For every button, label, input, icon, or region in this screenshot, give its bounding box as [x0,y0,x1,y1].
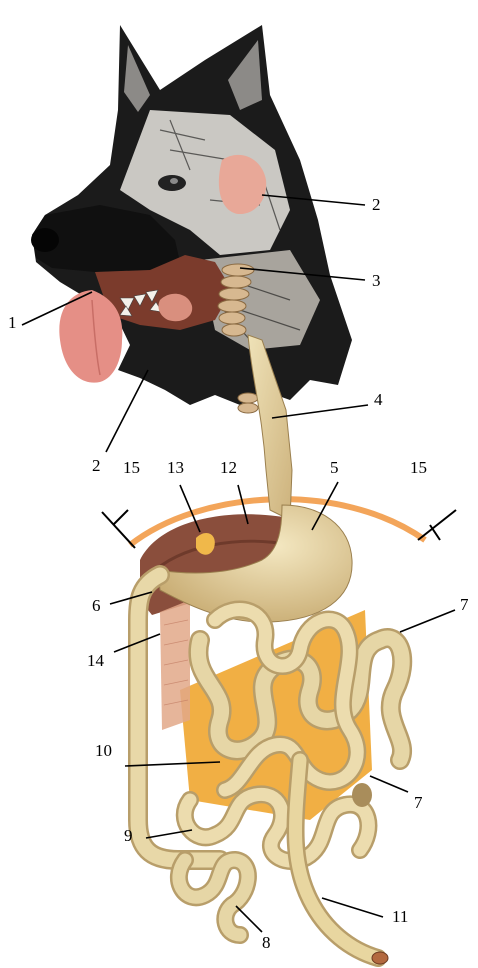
label-4: 4 [374,391,383,408]
label-7-lower: 7 [414,794,423,811]
nose [31,228,59,252]
label-7-upper: 7 [460,596,469,613]
label-10: 10 [95,742,112,759]
label-11: 11 [392,908,408,925]
label-13: 13 [167,459,184,476]
label-2-salivary-gland: 2 [372,196,381,213]
label-15-right: 15 [410,459,427,476]
anus [372,952,388,964]
label-6: 6 [92,597,101,614]
label-3: 3 [372,272,381,289]
label-9: 9 [124,827,133,844]
label-15-left: 15 [123,459,140,476]
label-14: 14 [87,652,104,669]
label-8: 8 [262,934,271,951]
abdomen [138,335,402,964]
dog-head [31,25,352,413]
label-1: 1 [8,314,17,331]
cecum [352,783,372,807]
label-5: 5 [330,459,339,476]
gall-bladder [196,533,215,555]
label-12: 12 [220,459,237,476]
label-2-lower: 2 [92,457,101,474]
